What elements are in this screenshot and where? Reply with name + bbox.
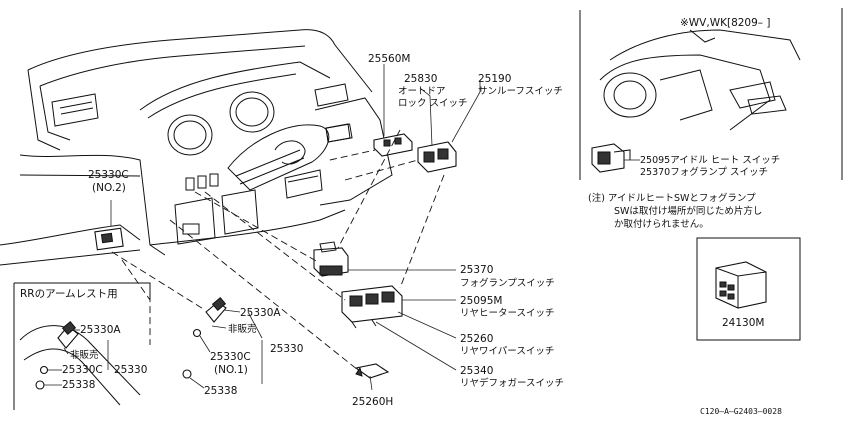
label-25330a: 25330A bbox=[240, 307, 281, 319]
label-25338: 25338 bbox=[204, 385, 237, 397]
part-25370-switch-icon bbox=[313, 241, 349, 277]
label-25330c-no1: 25330C bbox=[210, 351, 251, 363]
dashboard-illustration bbox=[0, 29, 393, 266]
assembly-dashed-lines bbox=[111, 129, 445, 371]
part-25830-icon bbox=[417, 141, 457, 173]
label-25340-desc: リヤデフォガースイッチ bbox=[460, 377, 564, 389]
inset-title: RRのアームレスト用 bbox=[20, 288, 118, 300]
label-25260: 25260 bbox=[460, 333, 493, 345]
label-24130m: 24130M bbox=[722, 317, 764, 329]
label-25370: 25370 bbox=[460, 264, 493, 276]
label-hihanbai: 非販売 bbox=[228, 323, 257, 335]
label-25330c-no2: 25330C bbox=[88, 169, 129, 181]
label-25260h: 25260H bbox=[352, 396, 393, 408]
label-25095-idle: 25095アイドル ヒート スイッチ bbox=[640, 155, 780, 166]
label-25330: 25330 bbox=[270, 343, 303, 355]
label-25340: 25340 bbox=[460, 365, 493, 377]
inset-label-25338: 25338 bbox=[62, 379, 95, 391]
part-25095m-switch-icon bbox=[341, 285, 403, 329]
label-25830-desc-1: オートドア bbox=[398, 86, 446, 97]
inset-variant bbox=[579, 8, 843, 180]
note-line-1: (注) アイドルヒートSWとフォグランプ bbox=[588, 192, 756, 204]
label-25330c-no2-sub: (NO.2) bbox=[92, 182, 126, 194]
inset-label-25330: 25330 bbox=[114, 364, 147, 376]
label-25830-desc-2: ロック スイッチ bbox=[398, 98, 468, 109]
inset-rr-armrest: RRのアームレスト用 bbox=[13, 282, 151, 410]
part-25330a-switch-icon bbox=[182, 297, 227, 379]
leader-lines bbox=[110, 64, 481, 391]
label-25830: 25830 bbox=[404, 73, 437, 85]
label-25370-fog: 25370フォグランプ スイッチ bbox=[640, 166, 768, 178]
note-line-2: SWは取付け場所が同じため片方し bbox=[614, 205, 762, 217]
label-25560m: 25560M bbox=[368, 53, 410, 65]
label-25190: 25190 bbox=[478, 73, 511, 85]
label-25260-desc: リヤワイパースイッチ bbox=[460, 346, 554, 357]
inset-label-hihanbai: 非販売 bbox=[70, 349, 99, 361]
variant-title: ※WV,WK[8209– ] bbox=[680, 17, 770, 29]
footer-code: C120–A–G2403–0028 bbox=[700, 407, 782, 416]
label-25190-desc: サンルーフスイッチ bbox=[478, 86, 563, 97]
note-line-3: か取付けられません。 bbox=[614, 219, 709, 230]
label-25370-desc: フォグランプスイッチ bbox=[460, 277, 555, 289]
label-25095m-desc: リヤヒータースイッチ bbox=[460, 308, 555, 319]
inset-label-25330c: 25330C bbox=[62, 364, 103, 376]
connector-24130m-box bbox=[696, 237, 801, 341]
label-25330c-no1-sub: (NO.1) bbox=[214, 364, 248, 376]
part-25260h-icon bbox=[354, 363, 390, 379]
part-25560m-icon bbox=[373, 133, 413, 157]
label-25095m: 25095M bbox=[460, 295, 502, 307]
inset-label-25330a: 25330A bbox=[80, 324, 121, 336]
